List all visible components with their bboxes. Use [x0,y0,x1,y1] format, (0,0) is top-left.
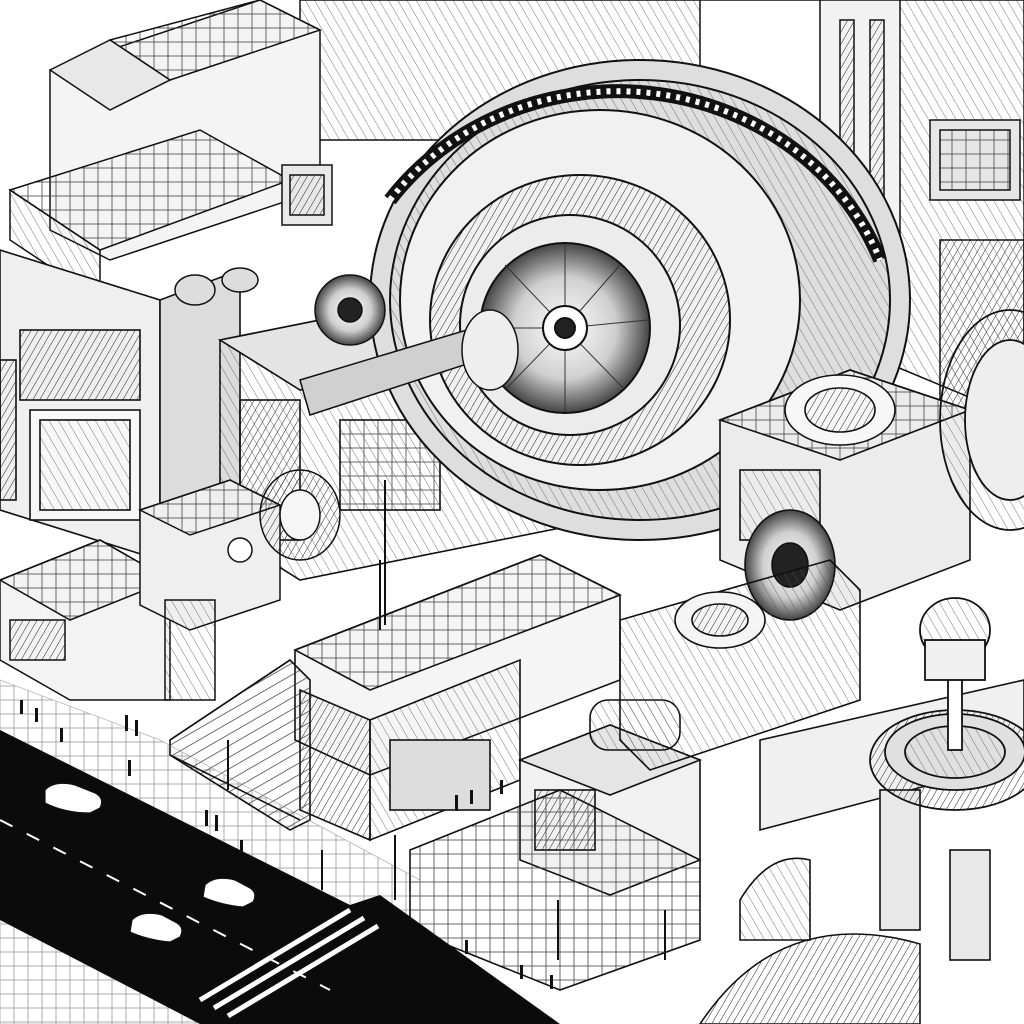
road [0,730,560,1024]
left-low-block [0,539,172,701]
tunnel-arch [699,857,921,1024]
pedestrians [20,700,553,989]
car [44,782,103,814]
lane-markings [0,819,331,991]
far-right-wheel [939,309,1024,531]
fountain [869,597,1024,811]
glass-roof-building [8,0,322,302]
crosswalk [198,907,380,1019]
mid-plaza-block [293,480,622,842]
car [129,912,183,943]
drive-shaft [174,164,519,416]
generator-box [138,469,341,701]
car [202,877,256,908]
lamp-posts [227,740,666,960]
